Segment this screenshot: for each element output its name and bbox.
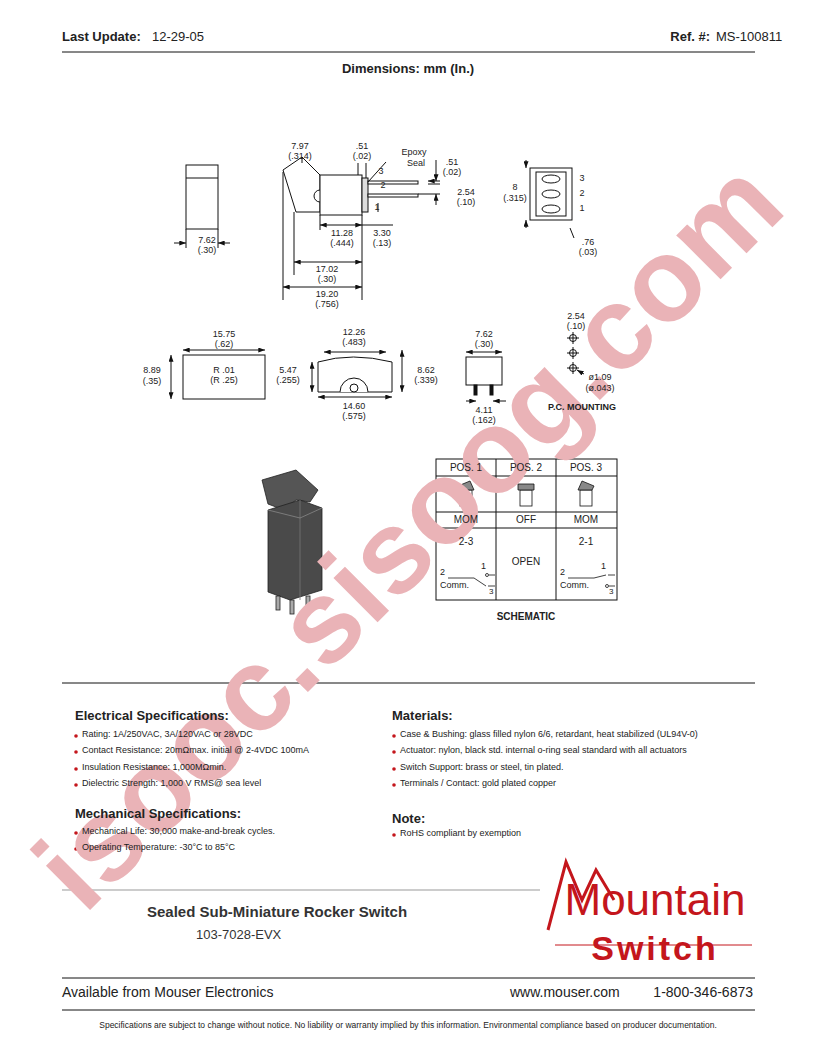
footer-text: Available from Mouser Electronics — [62, 985, 273, 1000]
section-heading: Dimensions: mm (In.) — [342, 62, 474, 76]
dimension-value: (.315) — [503, 194, 527, 204]
spec-text: Materials: — [392, 709, 453, 723]
spec-text: Operating Temperature: -30°C to 85°C — [82, 843, 235, 853]
table-cell: Comm. — [560, 581, 589, 591]
dimension-value: 3.30 — [373, 229, 391, 239]
header-text: MS-100811 — [716, 30, 782, 44]
dimension-value: (.756) — [315, 300, 339, 310]
spec-text: Actuator: nylon, black std. internal o-r… — [400, 746, 687, 756]
table-cell: OFF — [516, 514, 536, 525]
dimension-value: 7.62 — [198, 236, 216, 246]
dimension-value: 14.60 — [343, 402, 366, 412]
spec-text: Case & Bushing: glass filled nylon 6/6, … — [400, 730, 698, 740]
spec-text: Switch Support: brass or steel, tin plat… — [400, 763, 564, 773]
table-cell: OPEN — [512, 556, 540, 567]
header-text: 12-29-05 — [152, 30, 204, 44]
dimension-value: .51 — [446, 158, 459, 168]
table-cell: Comm. — [440, 581, 469, 591]
dimension-value: 19.20 — [316, 290, 339, 300]
dimension-value: (.02) — [443, 168, 462, 178]
dimension-value: R .01 — [213, 366, 235, 376]
dimension-value: 2.54 — [567, 312, 585, 322]
dimension-value: (ø.043) — [585, 384, 614, 394]
dimension-value: 2 — [579, 189, 584, 199]
dimension-value: (.30) — [475, 340, 494, 350]
logo-text: Mountain — [564, 876, 745, 924]
dimension-value: 17.02 — [316, 265, 339, 275]
spec-text: Electrical Specifications: — [75, 709, 229, 723]
header-text: Ref. #: — [670, 30, 710, 44]
spec-text: Mechanical Specifications: — [75, 807, 241, 821]
dimension-value: 15.75 — [213, 330, 236, 340]
table-cell: 1 — [481, 562, 486, 572]
spec-text: Rating: 1A/250VAC, 3A/120VAC or 28VDC — [82, 730, 253, 740]
table-cell: 2-1 — [579, 536, 593, 547]
dimension-value: Epoxy — [401, 148, 426, 158]
dimension-value: 3 — [378, 167, 383, 177]
table-cell: POS. 1 — [450, 462, 482, 473]
dimension-value: (.30) — [318, 275, 337, 285]
spec-text: Note: — [392, 812, 425, 826]
dimension-value: (.255) — [276, 376, 300, 386]
dimension-value: 3 — [579, 174, 584, 184]
dimension-value: 2 — [380, 181, 385, 191]
spec-text: Dielectric Strength: 1,000 V RMS@ sea le… — [82, 779, 261, 789]
dimension-value: (.483) — [342, 338, 366, 348]
dimension-value: (.10) — [457, 198, 476, 208]
table-cell: 3 — [489, 588, 493, 597]
table-cell: SCHEMATIC — [497, 611, 556, 622]
dimension-value: Seal — [407, 159, 425, 169]
table-cell: 2 — [560, 568, 565, 578]
dimension-value: (.13) — [373, 239, 392, 249]
dimension-value: (.575) — [342, 412, 366, 422]
dimension-value: 5.47 — [279, 366, 297, 376]
dimension-value: 8.62 — [417, 366, 435, 376]
dimension-value: 1 — [579, 204, 584, 214]
dimension-value: (.62) — [215, 340, 234, 350]
table-cell: 3 — [609, 588, 613, 597]
dimension-value: P.C. MOUNTING — [548, 403, 616, 413]
dimension-value: 2.54 — [457, 188, 475, 198]
table-cell: MOM — [454, 514, 478, 525]
dimension-value: (.10) — [567, 322, 586, 332]
spec-text: RoHS compliant by exemption — [400, 829, 521, 839]
dimension-value: 8.89 — [143, 366, 161, 376]
dimension-value: ø1.09 — [588, 373, 611, 383]
dimension-value: 11.28 — [331, 229, 353, 239]
dimension-value: (.03) — [579, 248, 598, 258]
spec-text: Terminals / Contact: gold plated copper — [400, 779, 556, 789]
logo-text: Switch — [591, 930, 719, 967]
footer-text: Specifications are subject to change wit… — [99, 1021, 717, 1030]
spec-text: Insulation Resistance: 1,000MΩmin. — [82, 763, 226, 773]
dimension-value: (.35) — [143, 377, 162, 387]
footer-text: 1-800-346-6873 — [653, 985, 753, 1000]
dimension-value: (.30) — [198, 246, 217, 256]
spec-text: Mechanical Life: 30,000 make-and-break c… — [82, 827, 275, 837]
dimension-value: 1 — [374, 203, 379, 213]
dimension-value: .51 — [356, 142, 369, 152]
spec-text: Contact Resistance: 20mΩmax. initial @ 2… — [82, 746, 309, 756]
table-cell: 1 — [601, 562, 606, 572]
dimension-value: (.444) — [330, 239, 354, 249]
dimension-value: (.02) — [353, 152, 372, 162]
table-cell: POS. 2 — [510, 462, 542, 473]
table-cell: POS. 3 — [570, 462, 602, 473]
dimension-value: (.339) — [414, 376, 438, 386]
dimension-value: .76 — [582, 238, 595, 248]
dimension-value: 12.26 — [343, 328, 366, 338]
dimension-value: (.162) — [472, 416, 496, 426]
table-cell: MOM — [574, 514, 598, 525]
header-text: Last Update: — [62, 30, 141, 44]
dimension-value: 7.62 — [475, 330, 493, 340]
dimension-value: (R .25) — [210, 376, 238, 386]
footer-text: www.mouser.com — [510, 985, 620, 1000]
product-name: 103-7028-EVX — [196, 928, 281, 942]
table-cell: 2 — [440, 568, 445, 578]
dimension-value: 8 — [512, 183, 517, 193]
dimension-value: 4.11 — [476, 406, 493, 416]
dimension-value: (.314) — [288, 152, 312, 162]
table-cell: 2-3 — [459, 536, 473, 547]
dimension-value: 7.97 — [291, 142, 309, 152]
product-name: Sealed Sub-Miniature Rocker Switch — [147, 904, 407, 921]
